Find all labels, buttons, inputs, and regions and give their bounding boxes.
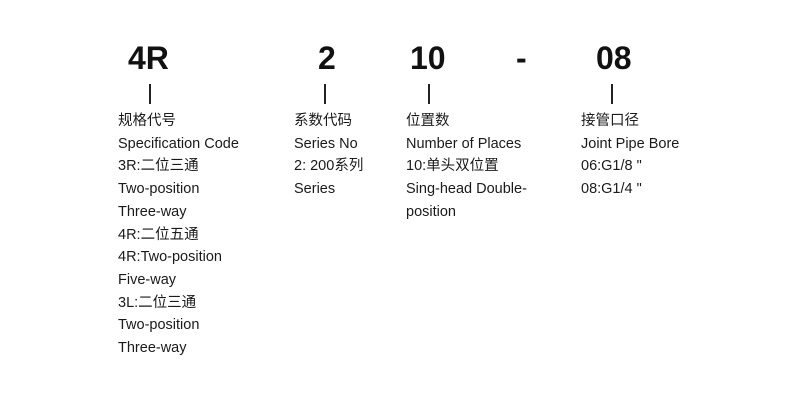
series-code: 4R bbox=[128, 40, 169, 76]
pipe-bore-tick bbox=[611, 84, 613, 104]
series-line: Series bbox=[294, 181, 336, 198]
series-line: 2: 200系列 bbox=[294, 158, 364, 175]
spec-line: 规格代号 bbox=[118, 113, 176, 129]
series-line: 系数代码 bbox=[294, 113, 352, 129]
series-code-tick bbox=[149, 84, 151, 104]
bore-line: 接管口径 bbox=[581, 113, 639, 129]
places-line: Sing-head Double- bbox=[406, 181, 527, 198]
spec-line: Five-way bbox=[118, 271, 177, 288]
spec-line: Two-position bbox=[118, 317, 200, 334]
spec-line: Two-position bbox=[118, 181, 200, 198]
spec-line: 4R:Two-position bbox=[118, 249, 222, 266]
places-tick bbox=[428, 84, 430, 104]
pipe-bore-code: 08 bbox=[596, 40, 632, 76]
places-code: 10 bbox=[410, 40, 446, 76]
spec-line: 3L:二位三通 bbox=[118, 294, 197, 311]
bore-line: 06:G1/8 " bbox=[581, 158, 642, 175]
separator-dash: - bbox=[516, 40, 527, 76]
places-line: position bbox=[406, 203, 456, 220]
series-number-tick bbox=[324, 84, 326, 104]
joint-pipe-bore-column: 接管口径 Joint Pipe Bore 06:G1/8 " 08:G1/4 " bbox=[581, 110, 679, 201]
series-number-column: 系数代码 Series No 2: 200系列 Series bbox=[294, 110, 363, 201]
places-line: Number of Places bbox=[406, 135, 522, 152]
bore-line: 08:G1/4 " bbox=[581, 181, 642, 198]
places-line: 10:单头双位置 bbox=[406, 158, 499, 175]
places-line: 位置数 bbox=[406, 113, 450, 129]
series-line: Series No bbox=[294, 135, 358, 152]
number-of-places-column: 位置数 Number of Places 10:单头双位置 Sing-head … bbox=[406, 110, 527, 224]
spec-line: Three-way bbox=[118, 203, 187, 220]
spec-line: Three-way bbox=[118, 340, 187, 357]
spec-line: Specification Code bbox=[118, 135, 239, 152]
spec-line: 3R:二位三通 bbox=[118, 158, 199, 175]
series-number-code: 2 bbox=[318, 40, 336, 76]
spec-line: 4R:二位五通 bbox=[118, 226, 199, 243]
specification-code-column: 规格代号 Specification Code 3R:二位三通 Two-posi… bbox=[118, 110, 239, 360]
bore-line: Joint Pipe Bore bbox=[581, 135, 680, 152]
